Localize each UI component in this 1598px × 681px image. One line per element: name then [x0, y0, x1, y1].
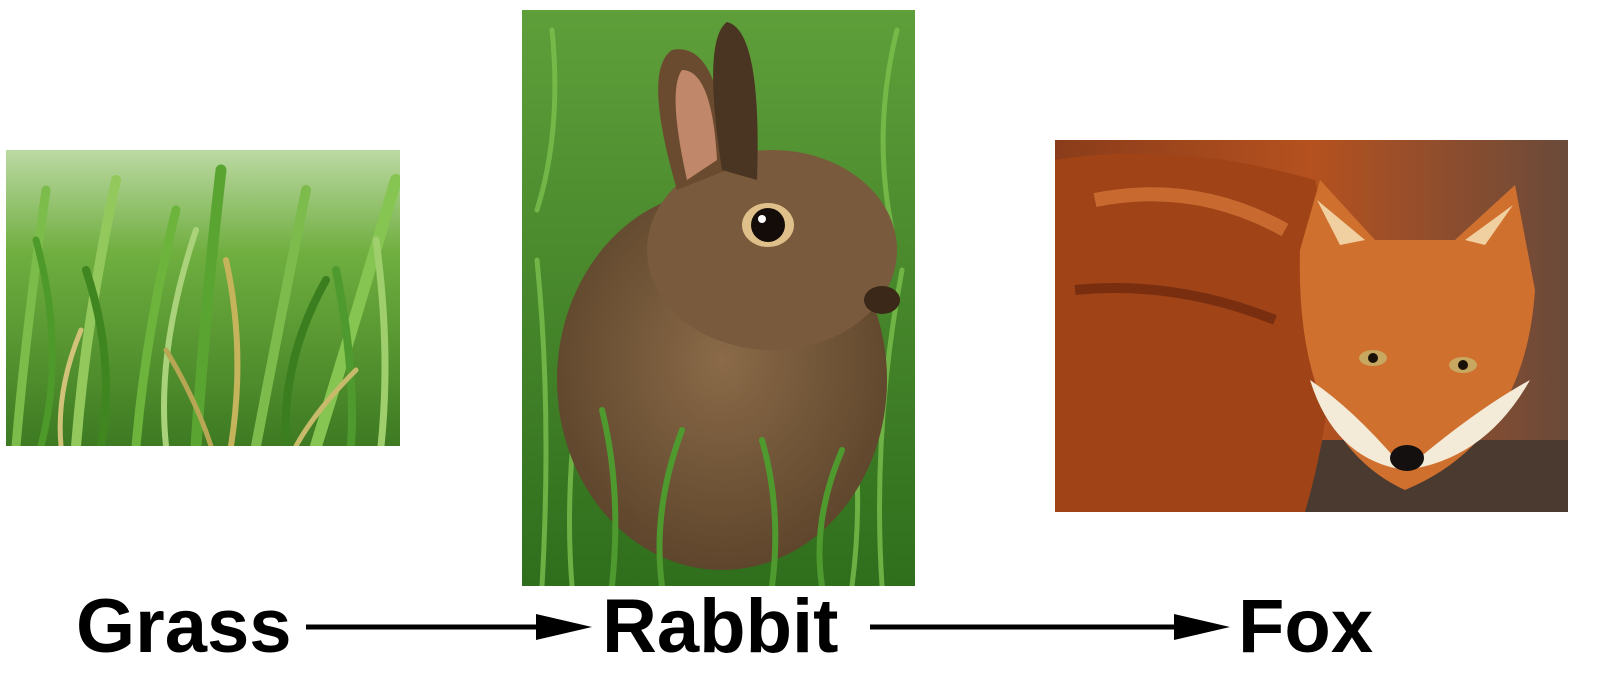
arrow-grass-to-rabbit [306, 610, 592, 644]
fox-photo [1055, 140, 1568, 512]
fox-image [1055, 140, 1568, 512]
node-label-fox: Fox [1238, 582, 1373, 672]
grass-image [6, 150, 400, 446]
arrow-rabbit-to-fox [870, 610, 1230, 644]
rabbit-photo [522, 10, 915, 586]
rabbit-image [522, 10, 915, 586]
node-label-rabbit: Rabbit [602, 582, 838, 672]
node-label-grass: Grass [76, 582, 292, 672]
grass-photo [6, 150, 400, 446]
